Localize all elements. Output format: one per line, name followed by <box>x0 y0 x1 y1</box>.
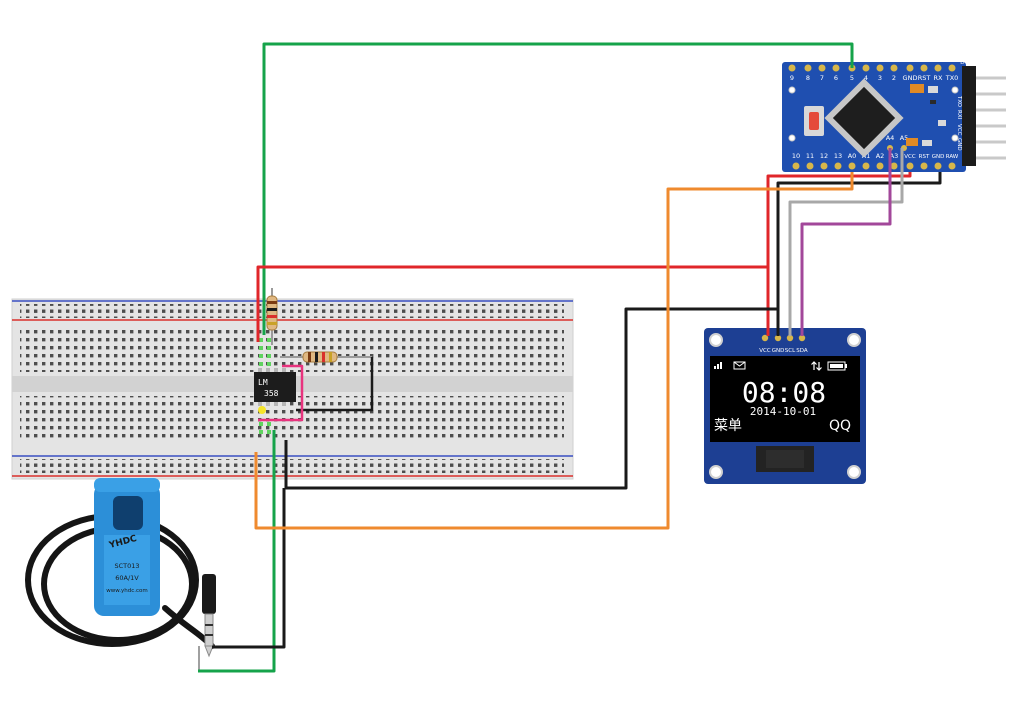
arduino-pin-label: RX <box>934 74 944 82</box>
arduino-pin-label: A3 <box>890 152 899 160</box>
arduino-pin-label: RST <box>919 154 930 160</box>
oled-qq-label: QQ <box>829 418 851 434</box>
wire-purple <box>800 148 892 336</box>
arduino-pin-label: 8 <box>806 74 810 82</box>
arduino-pin-label: 5 <box>850 74 854 82</box>
arduino-pin-label: 2 <box>892 74 896 82</box>
arduino-pin-label: RAW <box>946 154 959 160</box>
arduino-pin-label: A0 <box>848 152 857 160</box>
arduino-pin-label: VCC <box>904 154 916 160</box>
envelope-icon <box>733 361 746 370</box>
sensor-model: SCT013 <box>114 562 139 570</box>
audio-jack-plug <box>198 574 216 670</box>
oled-mount-holes <box>709 333 861 479</box>
oled-module: VCC GND SCL SDA 08:08 2014-10-01 菜单 QQ <box>704 328 866 484</box>
chip-label-line1: LM <box>258 378 268 387</box>
arduino-pin-label: 13 <box>834 152 842 160</box>
reset-button <box>804 106 824 136</box>
arduino-pin-label: RST <box>918 74 931 82</box>
wire-red <box>766 172 912 336</box>
wire-black-jack <box>212 488 286 649</box>
board-mount-holes <box>788 86 959 142</box>
arduino-pin-label: TX0 <box>945 74 959 82</box>
arduino-pin-label: 4 <box>864 74 868 82</box>
oled-pin-label: SDA <box>796 348 808 354</box>
arduino-pin-label: A1 <box>862 152 871 160</box>
yellow-marker <box>258 406 266 414</box>
arduino-pin-label-a4: A4 <box>886 134 895 142</box>
wire-red-bb <box>256 265 768 342</box>
current-sensor: YHDC SCT013 60A/1V www.yhdc.com <box>25 478 216 670</box>
arduino-side-label: GND <box>956 138 962 151</box>
arduino-pin-label: 10 <box>792 152 800 160</box>
oled-menu-label: 菜单 <box>714 418 742 434</box>
arduino-pin-label: 9 <box>790 74 794 82</box>
wire-green-lower <box>198 430 276 673</box>
arduino-side-label: TXO <box>956 95 962 108</box>
oled-time: 08:08 <box>742 376 826 409</box>
oled-pin-label: GND <box>772 348 785 354</box>
wire-gray <box>788 148 904 336</box>
resistor-horizontal <box>280 351 372 363</box>
arduino-pin-label-a5: A5 <box>900 134 909 142</box>
smd-components <box>906 84 946 146</box>
arduino-pin-label-dtr: DTR <box>960 60 972 66</box>
op-amp-chip: LM 358 <box>254 368 296 406</box>
arduino-pin-label: 12 <box>820 152 828 160</box>
oled-date: 2014-10-01 <box>750 405 816 418</box>
chip-label-line2: 358 <box>264 389 279 398</box>
wire-black-bb <box>284 307 778 490</box>
signal-icon <box>714 362 722 369</box>
arduino-side-header <box>962 66 1006 166</box>
arduino-pin-label: 6 <box>834 74 838 82</box>
wire-black <box>776 172 942 336</box>
resistor-vertical <box>266 288 278 345</box>
arduino-pin-label: GND <box>932 154 945 160</box>
updown-arrows-icon <box>811 361 822 371</box>
lower-terminal-holes <box>20 396 564 440</box>
wire-green <box>262 42 854 335</box>
arduino-pin-label: 3 <box>878 74 882 82</box>
battery-icon <box>827 361 847 371</box>
active-column-highlight <box>259 338 271 434</box>
wire-pink <box>258 364 304 422</box>
sensor-clamp <box>94 478 160 616</box>
wire-black-op <box>296 357 374 412</box>
arduino-side-label: RXI <box>956 110 962 120</box>
wire-orange <box>254 172 854 530</box>
top-rail-holes <box>20 304 564 318</box>
arduino-pin-label: A2 <box>876 152 885 160</box>
sensor-rating: 60A/1V <box>115 574 139 582</box>
arduino-side-label: VCC <box>956 124 962 136</box>
arduino-pin-label: GND <box>903 74 918 82</box>
oled-pin-label: VCC <box>759 348 771 354</box>
arduino-pin-label: 11 <box>806 152 814 160</box>
arduino-pro-mini: 9 8 7 6 5 4 3 2 GND RST RX TX0 DTR 10 11… <box>782 60 1006 172</box>
bottom-rail-holes <box>20 459 564 473</box>
sensor-website: www.yhdc.com <box>106 588 148 594</box>
arduino-pin-label: 7 <box>820 74 824 82</box>
oled-pin-label: SCL <box>785 348 796 354</box>
wires <box>198 42 942 673</box>
